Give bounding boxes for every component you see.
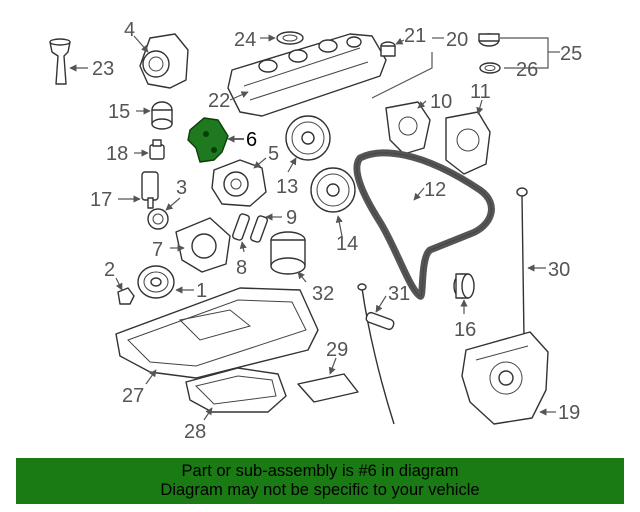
part-4-vacuum-pump[interactable] xyxy=(139,33,189,89)
callout-11: 11 xyxy=(470,81,491,103)
callout-12: 12 xyxy=(424,179,446,201)
part-11-timing-cover-outer[interactable] xyxy=(445,111,491,175)
part-13-camshaft-pulley[interactable] xyxy=(285,115,331,161)
part-12-timing-belt[interactable] xyxy=(353,149,495,300)
callout-27: 27 xyxy=(122,385,144,407)
part-24-oil-filler-cap-gasket[interactable] xyxy=(276,31,304,45)
callout-23: 23 xyxy=(92,58,114,80)
callout-30: 30 xyxy=(548,259,570,281)
callout-19: 19 xyxy=(558,402,580,424)
part-28-oil-pan-lower[interactable] xyxy=(185,367,287,413)
callout-31: 31 xyxy=(388,283,410,305)
callout-21: 21 xyxy=(404,25,426,47)
part-23-oil-filler-tube[interactable] xyxy=(49,38,71,85)
callout-3: 3 xyxy=(176,177,187,199)
part-7-tensioner[interactable] xyxy=(175,217,231,273)
callout-7: 7 xyxy=(152,239,163,261)
callout-13: 13 xyxy=(276,176,298,198)
part-18-sensor[interactable] xyxy=(149,139,165,160)
callout-18: 18 xyxy=(106,143,128,165)
part-29-oil-baffle[interactable] xyxy=(297,373,359,403)
callout-22: 22 xyxy=(208,90,230,112)
callout-25: 25 xyxy=(560,43,582,65)
part-19-oil-pump-assembly[interactable] xyxy=(461,331,549,425)
part-20-cylinder-head-cover[interactable] xyxy=(227,33,387,117)
callout-17: 17 xyxy=(90,189,112,211)
callout-15: 15 xyxy=(108,101,130,123)
part-3-idler-pulley[interactable] xyxy=(147,208,169,230)
part-info-line: Part or sub-assembly is #6 in diagram xyxy=(181,462,459,480)
callout-8: 8 xyxy=(236,257,247,279)
callout-14: 14 xyxy=(336,233,358,255)
part-27-oil-pan-upper[interactable] xyxy=(115,287,319,379)
part-26-cap-gasket[interactable] xyxy=(479,62,501,74)
vehicle-disclaimer-line: Diagram may not be specific to your vehi… xyxy=(160,481,480,499)
callout-16: 16 xyxy=(454,319,476,341)
part-31-oil-level-gauge-guide[interactable] xyxy=(357,283,395,425)
callout-29: 29 xyxy=(326,339,348,361)
callout-2: 2 xyxy=(104,259,115,281)
callout-32: 32 xyxy=(312,283,334,305)
callout-6: 6 xyxy=(246,129,257,151)
part-info-banner: Part or sub-assembly is #6 in diagram Di… xyxy=(16,458,624,504)
part-14-camshaft-pulley[interactable] xyxy=(310,167,356,213)
part-21-cover-grommet[interactable] xyxy=(380,41,396,57)
part-9-gasket[interactable] xyxy=(250,215,268,243)
callout-28: 28 xyxy=(184,421,206,443)
part-5-water-pump[interactable] xyxy=(211,159,267,207)
callout-24: 24 xyxy=(234,29,256,51)
part-30-oil-level-gauge[interactable] xyxy=(516,187,528,339)
part-25-oil-filler-cap[interactable] xyxy=(478,33,500,47)
part-32-oil-filter[interactable] xyxy=(270,231,306,275)
part-2-bolt[interactable] xyxy=(117,287,135,305)
callout-4: 4 xyxy=(124,19,135,41)
part-8-gasket[interactable] xyxy=(232,213,250,241)
part-1-crankshaft-pulley[interactable] xyxy=(137,265,175,299)
part-15-oil-filter-cap[interactable] xyxy=(151,101,173,130)
callout-20: 20 xyxy=(446,29,468,51)
part-6-highlighted-bracket[interactable] xyxy=(187,117,229,163)
part-10-timing-cover-inner[interactable] xyxy=(385,101,431,155)
callout-26: 26 xyxy=(516,59,538,81)
callout-5: 5 xyxy=(268,143,279,165)
part-16-idler[interactable] xyxy=(453,273,475,299)
part-17-oil-cooler-pipe[interactable] xyxy=(141,171,159,209)
callout-1: 1 xyxy=(196,280,207,302)
callout-9: 9 xyxy=(286,207,297,229)
engine-parts-diagram: 23 4 15 18 17 3 22 xyxy=(49,19,582,443)
callout-10: 10 xyxy=(430,91,452,113)
